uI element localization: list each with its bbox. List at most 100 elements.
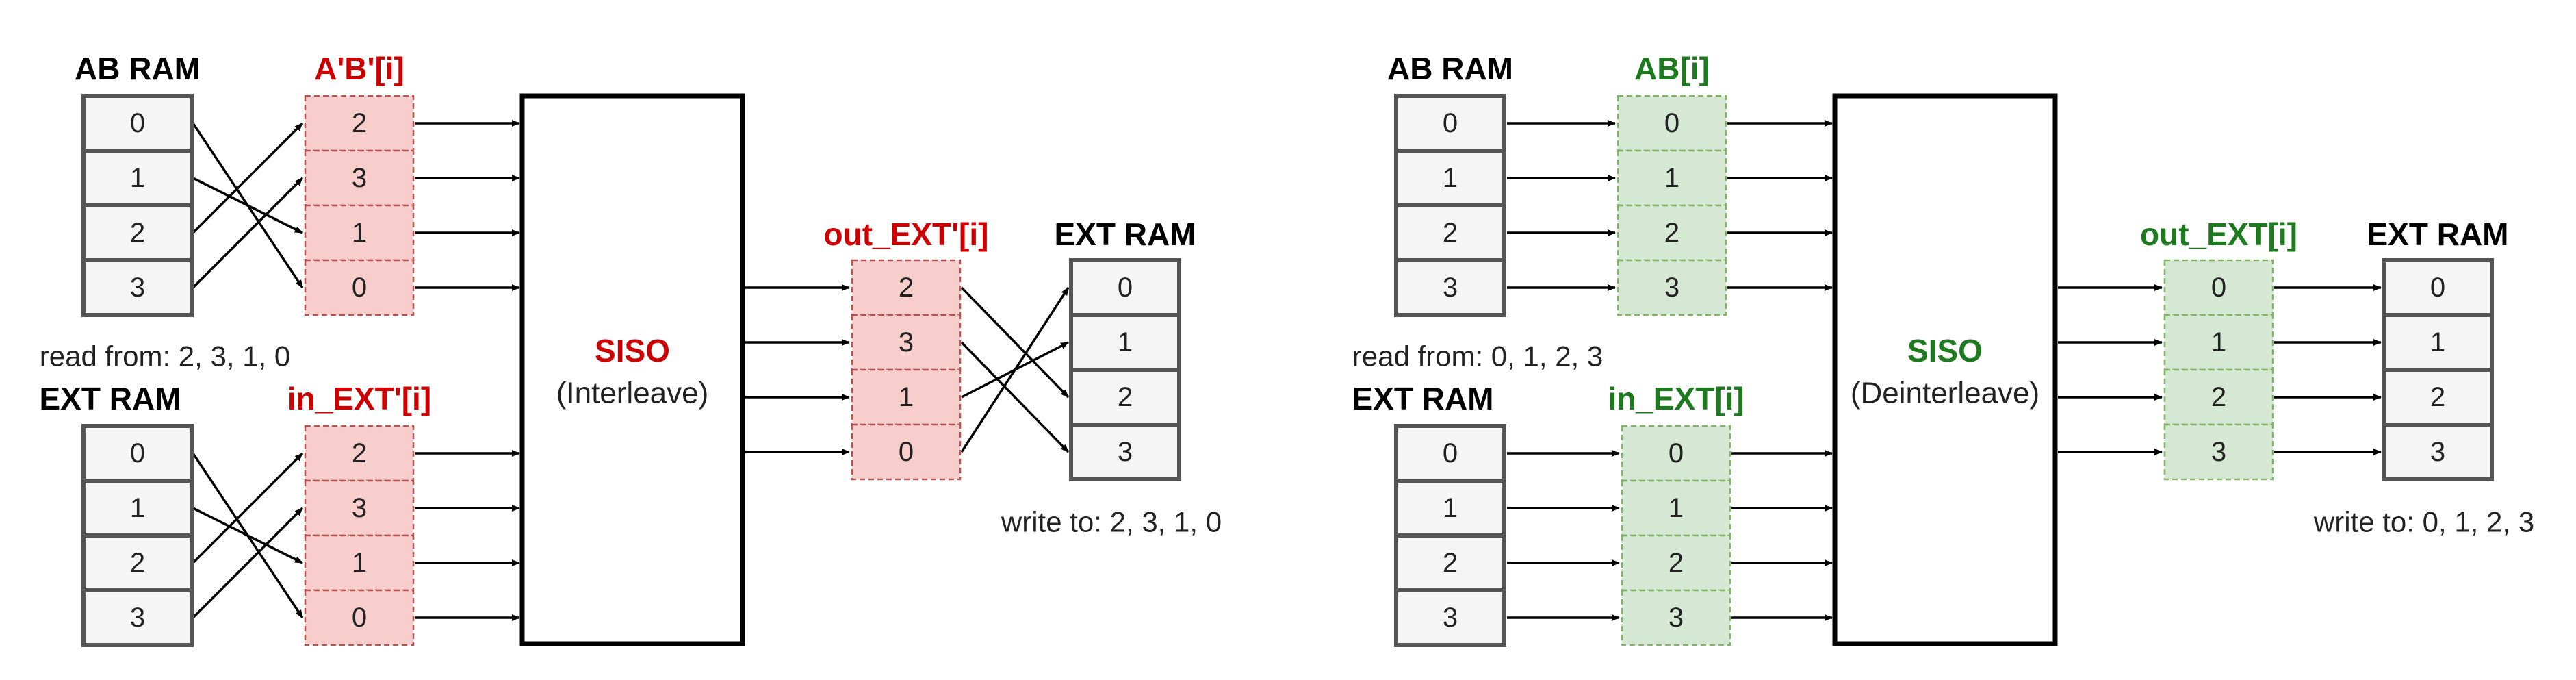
ext-ram-input-cell-value: 2 [1443, 548, 1458, 578]
write-arrow [960, 287, 1070, 453]
read-order-note: read from: 2, 3, 1, 0 [40, 340, 291, 373]
ext-permuted-cell [1621, 534, 1731, 592]
ext-ram-output-cell-value: 2 [2430, 382, 2445, 412]
ab-permuted-cell [304, 95, 415, 152]
output-title: out_EXT[i] [2140, 216, 2297, 252]
output [2163, 259, 2274, 481]
ext-permuted-cell-value: 2 [352, 438, 367, 468]
ext-ram-output-cell [1069, 423, 1181, 481]
ab-permuted-cell-value: 3 [1664, 273, 1679, 303]
ab-permuted-cell [304, 259, 415, 316]
ext-permuted-cell [1621, 425, 1731, 482]
ab-ram-cell-value: 3 [1443, 273, 1458, 303]
ext-ram-output-cell-value: 3 [1118, 437, 1133, 467]
ext-ram-input-cell-value: 0 [130, 438, 145, 468]
ext-permuted-cell [304, 425, 415, 482]
ext-ram-output-cell-value: 1 [1118, 327, 1133, 357]
ab-ram-cell [1394, 258, 1506, 317]
ab-ram-title: AB RAM [1387, 51, 1513, 86]
ext-ram-output-cell [1069, 258, 1181, 317]
ab-ram-cell [81, 149, 194, 207]
ab-permuted-cell-value: 0 [1664, 108, 1679, 138]
ab-ram-cell-value: 1 [1443, 163, 1458, 193]
ext-permuted-cell-value: 1 [352, 548, 367, 578]
ext-ram-input-title: EXT RAM [1352, 381, 1494, 416]
ext-ram-input [81, 424, 194, 647]
output-cell [851, 314, 962, 371]
output-cell-value: 1 [899, 382, 914, 412]
ab-permuted [1617, 95, 1727, 316]
siso-subtitle: (Interleave) [556, 377, 709, 410]
ext-permuted-title: in_EXT'[i] [287, 381, 431, 416]
ab-permuted-cell-value: 2 [1664, 218, 1679, 248]
ab-ram-cell-value: 3 [130, 273, 145, 303]
ext-permuted-cell [304, 534, 415, 592]
ab-ram-cell [81, 203, 194, 262]
ab-ram-cell [1394, 94, 1506, 153]
write-arrow [960, 341, 1070, 453]
ab-ram [1394, 94, 1506, 317]
read-arrow [192, 123, 304, 288]
text-layer: AB RAM A'B'[i] read from: 2, 3, 1, 0 EXT RA… [40, 51, 2535, 633]
output-cell-value: 1 [2211, 327, 2226, 357]
ext-ram-input-cell [81, 588, 194, 647]
ext-permuted-cell-value: 2 [1669, 548, 1684, 578]
siso-title: SISO [595, 333, 670, 368]
ab-ram-title: AB RAM [75, 51, 201, 86]
ab-permuted-cell-value: 0 [352, 273, 367, 303]
output-cell [851, 368, 962, 426]
ext-ram-input-cell-value: 3 [1443, 603, 1458, 633]
ab-ram-cell-value: 0 [1443, 108, 1458, 138]
ext-permuted [1621, 425, 1731, 646]
ext-permuted-cell-value: 0 [352, 603, 367, 633]
ab-permuted-cell [304, 204, 415, 262]
siso-block [1832, 93, 2058, 646]
ext-ram-input-cell-value: 0 [1443, 438, 1458, 468]
output-title: out_EXT'[i] [824, 216, 989, 252]
ext-ram-input-cell [1394, 588, 1506, 647]
ab-ram-cell-value: 2 [1443, 218, 1458, 248]
output-cell-value: 0 [2211, 273, 2226, 303]
ab-ram-cell [1394, 149, 1506, 207]
ext-ram-output-cell-value: 0 [1118, 273, 1133, 303]
ab-permuted-cell [304, 149, 415, 207]
read-arrow [192, 453, 304, 618]
ext-ram-output-cell [2382, 423, 2494, 481]
read-arrow [192, 177, 304, 289]
ext-ram-output-cell [2382, 258, 2494, 317]
ext-permuted-cell-value: 0 [1669, 438, 1684, 468]
ab-ram [81, 94, 194, 317]
ext-ram-output [1069, 258, 1181, 481]
siso-block [519, 93, 745, 646]
output-cell-value: 3 [899, 327, 914, 357]
ext-ram-output-cell [2382, 313, 2494, 372]
output-cell [2163, 423, 2274, 481]
ab-permuted-cell-value: 1 [352, 218, 367, 248]
ext-permuted-title: in_EXT[i] [1608, 381, 1744, 416]
ext-permuted-cell-value: 3 [1669, 603, 1684, 633]
ext-permuted-cell-value: 1 [1669, 493, 1684, 523]
ext-ram-input-cell-value: 2 [130, 548, 145, 578]
siso-title: SISO [1907, 333, 1983, 368]
read-order-note: read from: 0, 1, 2, 3 [1352, 340, 1603, 373]
output-cell [2163, 259, 2274, 316]
ab-ram-cell-value: 1 [130, 163, 145, 193]
write-arrow [960, 286, 1070, 399]
output-cell [851, 423, 962, 481]
ext-ram-output-title: EXT RAM [1055, 216, 1196, 252]
ext-ram-input-cell [81, 479, 194, 538]
ext-ram-input-cell-value: 1 [1443, 493, 1458, 523]
output-cell-value: 2 [2211, 382, 2226, 412]
ext-permuted-cell [1621, 589, 1731, 646]
ext-ram-input-cell [81, 424, 194, 483]
ab-permuted-title: A'B'[i] [314, 51, 404, 86]
ab-ram-cell-value: 2 [130, 218, 145, 248]
ext-ram-output-cell-value: 2 [1118, 382, 1133, 412]
output-cell [2163, 368, 2274, 426]
ext-ram-output-cell-value: 1 [2430, 327, 2445, 357]
output [851, 259, 962, 481]
ab-permuted [304, 95, 415, 316]
ext-ram-output-cell-value: 0 [2430, 273, 2445, 303]
read-arrow [192, 507, 304, 619]
ext-ram-input-title: EXT RAM [40, 381, 181, 416]
